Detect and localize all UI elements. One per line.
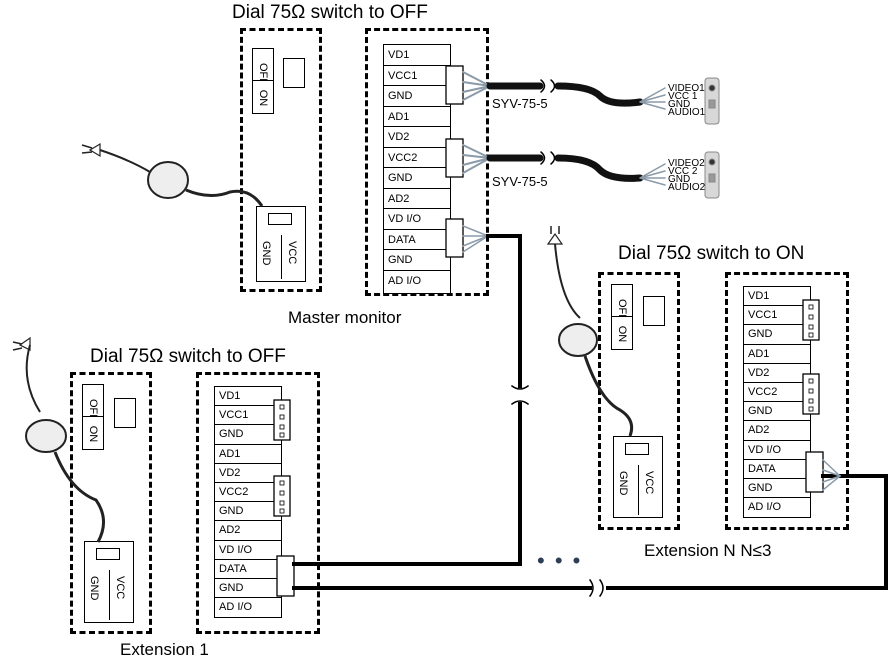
terminal-row: VCC1 — [215, 406, 281, 426]
terminal-row: AD I/O — [219, 601, 253, 614]
extN-dial-heading: Dial 75Ω switch to ON — [618, 243, 805, 264]
ext1-dip-on[interactable]: ON — [82, 416, 104, 450]
data-bus-lines — [292, 225, 888, 598]
connector-pins — [279, 304, 814, 514]
terminal-row: AD1 — [744, 345, 810, 364]
camera2-unit — [704, 151, 720, 199]
cable-label-2: SYV-75-5 — [492, 174, 548, 189]
master-power-adapter — [81, 142, 264, 207]
terminal-row: GND — [215, 579, 281, 599]
extN-dip-on[interactable]: ON — [611, 316, 633, 350]
extN-power-connector: GND VCC — [613, 436, 663, 518]
camera-cables — [462, 71, 666, 186]
ext1-dial-heading: Dial 75Ω switch to OFF — [90, 346, 286, 367]
camera1-unit — [704, 77, 720, 125]
terminal-row: VCC2 — [744, 383, 810, 403]
terminal-row: GND — [384, 250, 450, 271]
terminal-row: AD I/O — [388, 274, 422, 287]
terminal-row: GND — [744, 479, 810, 499]
terminal-row: VCC2 — [384, 148, 450, 168]
terminal-row: AD I/O — [748, 501, 782, 514]
master-right-panel — [365, 28, 489, 296]
terminal-row: AD2 — [215, 521, 281, 541]
terminal-row: GND — [384, 168, 450, 189]
terminal-row: AD1 — [215, 445, 281, 464]
terminal-row: VCC1 — [384, 66, 450, 86]
terminal-row: AD1 — [384, 107, 450, 127]
ext1-power-connector: GND VCC — [84, 541, 134, 623]
extension-n-caption: Extension N N≤3 — [644, 541, 772, 560]
terminal-row: VD I/O — [744, 441, 810, 460]
terminal-row: AD2 — [744, 421, 810, 441]
master-terminal-block: VD1 VCC1 GND AD1 VD2 VCC2 GND AD2 VD I/O… — [383, 44, 451, 294]
extension-1-caption: Extension 1 — [120, 640, 209, 659]
terminal-row: DATA — [215, 560, 281, 579]
ext1-power-socket — [96, 548, 120, 560]
terminal-row: DATA — [384, 230, 450, 250]
terminal-row: GND — [384, 86, 450, 107]
more-extensions-ellipsis: • • • — [537, 548, 583, 573]
terminal-row: AD2 — [384, 189, 450, 209]
extN-power-adapter — [546, 226, 634, 437]
terminal-row: GND — [744, 402, 810, 422]
terminal-row: VD2 — [215, 464, 281, 483]
extN-dip-toggle[interactable] — [643, 296, 665, 326]
master-dial-heading: Dial 75Ω switch to OFF — [232, 2, 428, 23]
terminal-row: GND — [215, 425, 281, 445]
ext1-right-panel — [196, 372, 320, 634]
terminal-row: VD2 — [744, 364, 810, 383]
master-monitor-caption: Master monitor — [288, 308, 402, 327]
terminal-row: VD I/O — [384, 209, 450, 230]
terminal-row: GND — [215, 502, 281, 522]
master-power-socket — [268, 213, 292, 225]
terminal-row: VD1 — [744, 287, 810, 307]
terminal-row: VCC2 — [215, 483, 281, 503]
ext1-dip-toggle[interactable] — [114, 398, 136, 428]
terminal-connectors — [273, 65, 824, 597]
terminal-row: VD I/O — [215, 541, 281, 560]
terminal-row: VCC1 — [744, 306, 810, 326]
terminal-row: VD1 — [384, 45, 450, 66]
extN-power-socket — [625, 443, 649, 455]
extN-right-panel — [725, 272, 849, 530]
ext1-terminal-block: VD1 VCC1 GND AD1 VD2 VCC2 GND AD2 VD I/O… — [214, 386, 282, 618]
terminal-row: VD1 — [215, 387, 281, 407]
master-dip-on[interactable]: ON — [252, 80, 274, 114]
cable-label-1: SYV-75-5 — [492, 96, 548, 111]
terminal-row: VD2 — [384, 127, 450, 148]
master-dip-toggle[interactable] — [283, 58, 305, 88]
terminal-row: DATA — [744, 460, 810, 479]
ext1-power-adapter — [12, 336, 105, 543]
master-power-connector: GND VCC — [256, 206, 306, 282]
terminal-row: GND — [744, 325, 810, 345]
